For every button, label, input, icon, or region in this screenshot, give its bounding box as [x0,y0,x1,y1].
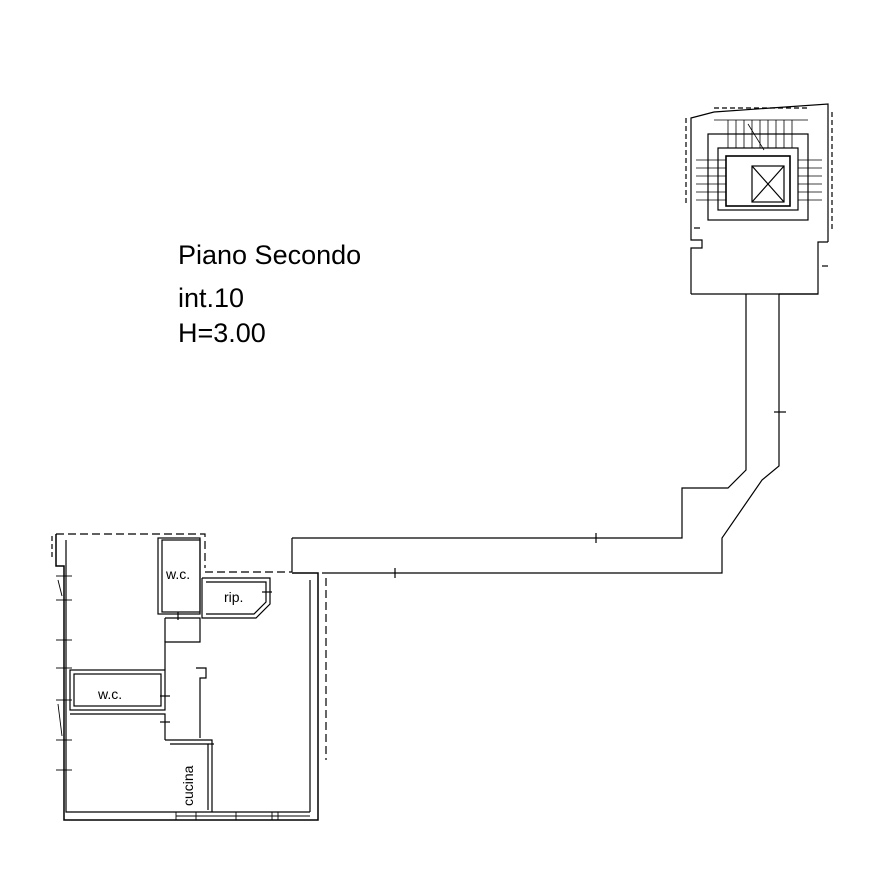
room-label-wc-upper: w.c. [166,566,191,582]
room-label-storage: rip. [224,589,244,605]
ceiling-height: H=3.00 [178,318,266,348]
stair-core [685,103,833,295]
unit-number: int.10 [178,283,245,313]
room-label-wc-lower: w.c. [98,686,123,702]
apartment-walls [51,533,327,821]
room-label-kitchen: cucina [180,765,196,806]
plan-title-block: Piano Secondo int.10 H=3.00 [178,238,361,351]
corridor-walls [291,294,786,578]
floor-title: Piano Secondo [178,240,362,270]
